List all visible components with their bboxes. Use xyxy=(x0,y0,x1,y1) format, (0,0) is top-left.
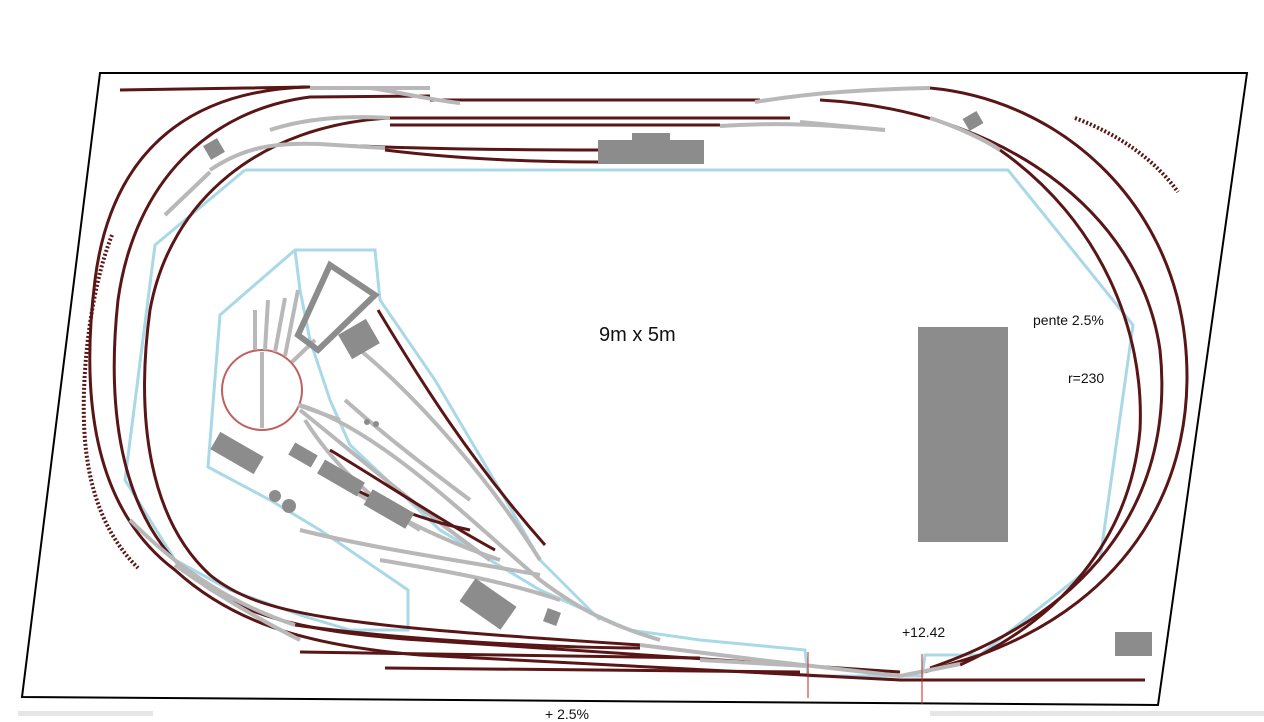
warehouse-1 xyxy=(210,431,264,475)
engine-shed xyxy=(338,318,380,360)
gradient-label: pente 2.5% xyxy=(1033,312,1104,328)
layout-dimensions-label: 9m x 5m xyxy=(599,324,676,346)
tank-2 xyxy=(282,499,296,513)
station-building-top xyxy=(632,133,670,141)
small-building-bottom-right xyxy=(1115,632,1152,656)
top-turnouts xyxy=(163,86,1002,217)
tank-1 xyxy=(269,490,281,502)
radius-label: r=230 xyxy=(1068,370,1105,386)
bottom-edge-bar-right xyxy=(930,711,1264,716)
large-building-right xyxy=(918,327,1008,542)
bottom-edge-bar-left xyxy=(18,711,153,716)
bottom-gradient-label: + 2.5% xyxy=(545,706,589,722)
main-line-outer-right xyxy=(924,86,1189,674)
goods-shed xyxy=(459,578,517,630)
small-building-top-left xyxy=(203,138,225,160)
yard-ladder xyxy=(298,348,661,642)
baseboard-outline xyxy=(20,72,1249,707)
main-line-third-right xyxy=(959,148,1142,667)
main-line-third xyxy=(143,116,641,647)
small-building-top-right xyxy=(962,110,984,132)
tank-4 xyxy=(373,421,379,427)
tank-3 xyxy=(364,419,370,425)
roundhouse xyxy=(294,260,380,354)
elevation-label: +12.42 xyxy=(902,624,946,640)
edge-track-left xyxy=(81,234,140,570)
bottom-tracks xyxy=(294,623,801,674)
station-track-5 xyxy=(384,148,601,164)
warehouse-2 xyxy=(288,442,318,468)
small-hut xyxy=(543,608,561,626)
warehouse-4 xyxy=(363,489,415,529)
bottom-turnouts xyxy=(128,518,961,678)
station-building xyxy=(598,140,704,164)
warehouse-3 xyxy=(317,459,365,497)
